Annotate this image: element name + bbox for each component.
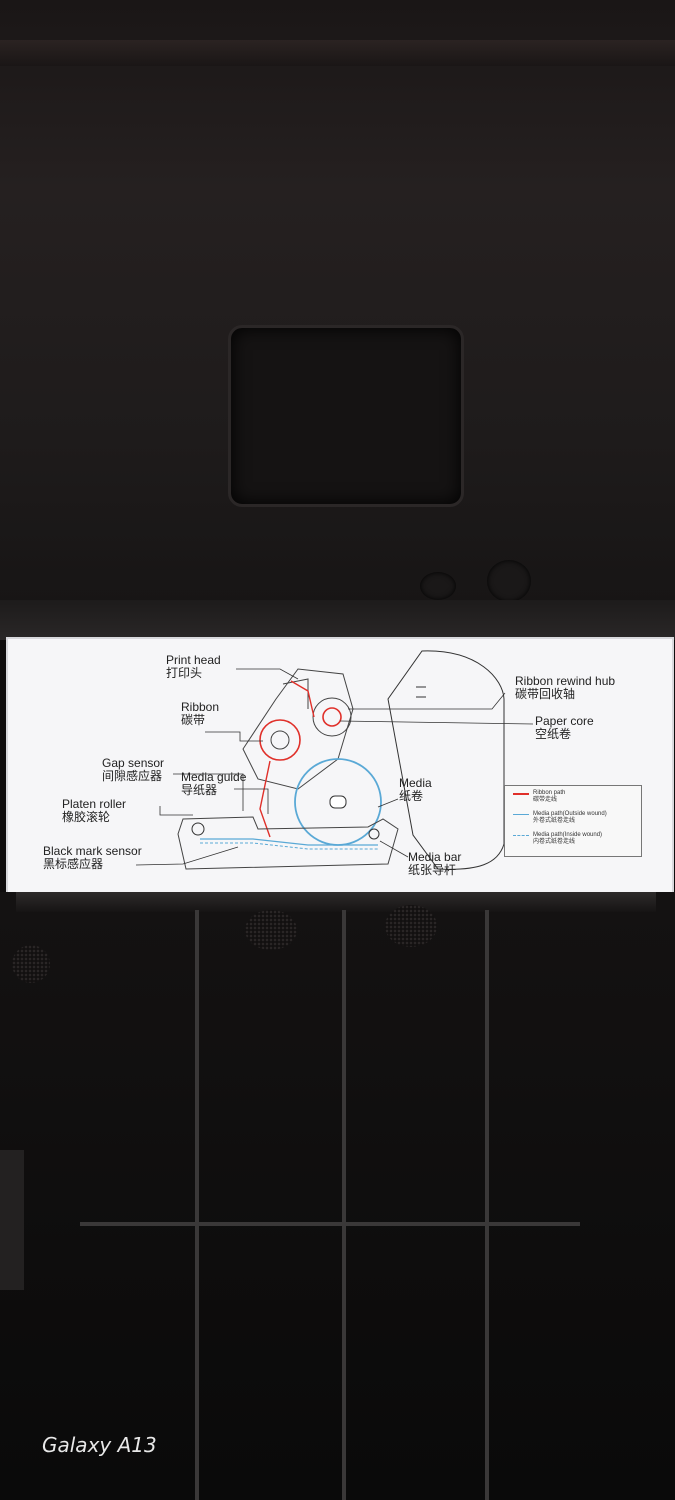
divider-rail	[485, 910, 489, 1500]
loading-diagram	[135, 650, 534, 870]
legend-swatch-outside	[513, 814, 529, 815]
compartment-shelf	[16, 892, 656, 912]
lid-top-edge	[0, 40, 675, 66]
divider-rail	[195, 910, 199, 1500]
speaker-grille	[385, 905, 437, 947]
media-compartment	[0, 892, 675, 1500]
lid-ledge	[0, 600, 675, 640]
cross-rail	[80, 1222, 580, 1226]
legend-inside-wound: Media path(Inside wound)内卷式纸卷走线	[533, 832, 603, 845]
legend-outside-wound: Media path(Outside wound)外卷式纸卷走线	[533, 811, 607, 824]
lid-screw	[420, 572, 456, 600]
speaker-grille	[245, 910, 297, 950]
side-rail	[0, 1150, 24, 1290]
camera-watermark: Galaxy A13	[42, 1433, 157, 1457]
divider-rail	[342, 910, 346, 1500]
lid-recess	[228, 325, 464, 507]
legend-swatch-ribbon	[513, 793, 529, 795]
speaker-grille	[12, 945, 50, 983]
legend-swatch-inside	[513, 835, 529, 836]
lid-screw	[487, 560, 531, 602]
printer-lid	[0, 0, 675, 630]
